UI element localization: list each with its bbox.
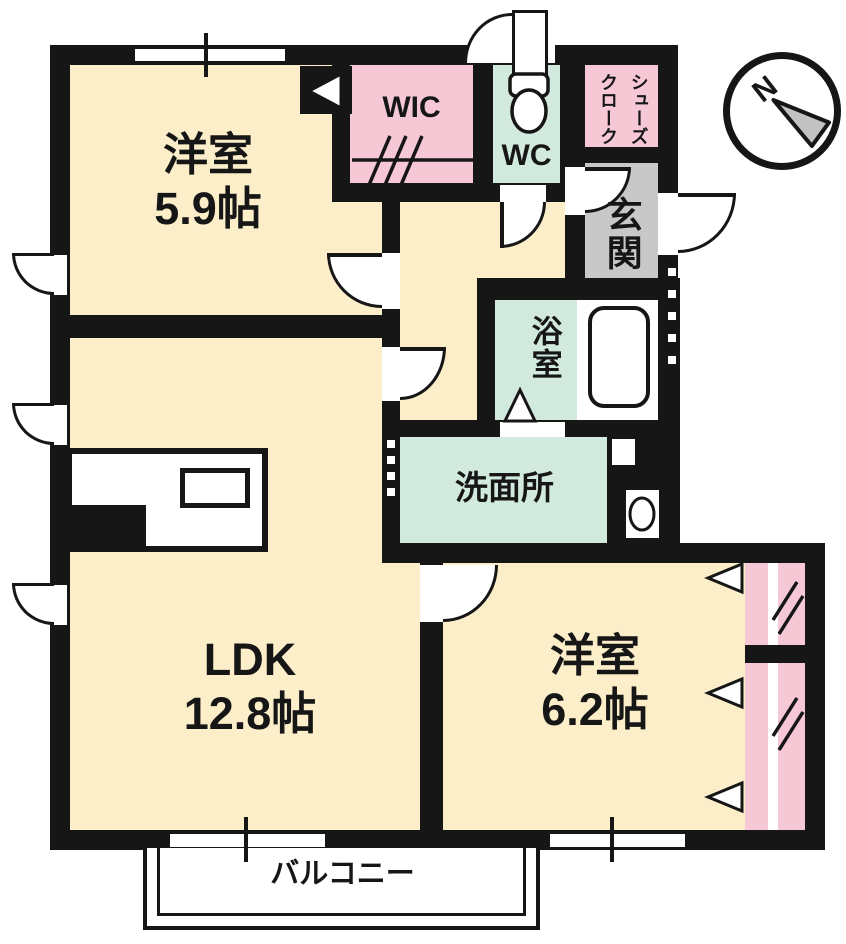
bedroom1-name: 洋室 — [162, 129, 253, 180]
door-leaf-wc-top — [512, 10, 548, 82]
compass-icon: N — [723, 52, 841, 170]
door-arc-wc-top — [464, 13, 512, 63]
wall-wic-wc-divider — [473, 63, 493, 202]
wall-wic-wc-bottom — [332, 183, 585, 202]
closet-upper-track — [768, 563, 778, 645]
washing-machine-pan — [623, 487, 662, 541]
bedroom2-label: 洋室 6.2帖 — [455, 628, 735, 738]
room-shoe-closet — [585, 63, 658, 147]
door-gap-ldk — [382, 347, 400, 401]
casement-window-arc-1 — [12, 253, 54, 295]
wall-bottom — [50, 830, 825, 850]
wall-right-upper — [658, 45, 678, 300]
room-washroom — [400, 437, 607, 543]
wall-bathroom-left — [477, 300, 495, 437]
door-gap-bedroom2 — [420, 565, 443, 622]
wall-closet-divider — [745, 645, 805, 663]
wall-left — [50, 45, 70, 850]
window-gap-top — [135, 49, 285, 61]
closet-lower-track — [768, 663, 778, 830]
bathroom-label: 浴室 — [526, 315, 562, 381]
window-gap-left-2 — [53, 405, 67, 445]
bedroom1-label: 洋室 5.9帖 — [88, 122, 328, 242]
bedroom2-area: 6.2帖 — [541, 684, 649, 735]
kitchen-sink — [180, 468, 250, 508]
washroom-wall-dash — [387, 488, 395, 496]
wall-entrance-bottom — [477, 278, 680, 300]
casement-window-arc-3 — [12, 583, 54, 625]
ps-dash — [668, 334, 676, 342]
washroom-cabinet-box — [610, 437, 637, 467]
bedroom2-name: 洋室 — [549, 630, 640, 681]
bedroom1-area: 5.9帖 — [154, 183, 262, 234]
window-gap-left-1 — [53, 255, 67, 295]
washroom-label: 洗面所 — [455, 469, 554, 507]
washroom-wall-dash — [387, 456, 395, 464]
casement-window-arc-2 — [12, 403, 54, 445]
ldk-area: 12.8帖 — [183, 688, 317, 739]
compass-needle — [771, 97, 832, 149]
balcony-inner — [157, 848, 526, 916]
wall-shoe-closet-bottom — [560, 147, 660, 163]
window-gap-balcony-ldk — [170, 834, 325, 847]
wall-bedroom1-ldk — [58, 315, 382, 338]
shoe-closet-label: シューズ クローク — [598, 73, 649, 145]
bathtub-area — [577, 300, 658, 420]
washroom-wall-dash — [387, 440, 395, 448]
door-gap-bedroom1 — [382, 253, 400, 309]
entrance-label: 玄関 — [601, 196, 643, 272]
door-gap-bathroom — [500, 422, 565, 437]
ps-dash — [668, 268, 676, 276]
washroom-wall-dash — [387, 472, 395, 480]
balcony-label: バルコニー — [270, 857, 415, 890]
door-gap-entrance-inner — [565, 167, 585, 215]
door-arc-entrance-outer — [678, 193, 736, 253]
window-gap-left-3 — [53, 585, 67, 625]
wic-door-block — [300, 66, 352, 114]
wic-label: WIC — [382, 91, 441, 124]
ldk-name: LDK — [203, 634, 297, 685]
ps-dash — [668, 312, 676, 320]
wc-label: WC — [501, 139, 552, 172]
ps-dash — [668, 356, 676, 364]
ldk-label: LDK 12.8帖 — [120, 632, 380, 742]
ps-dash — [668, 290, 676, 298]
wall-washroom-bottom — [382, 543, 825, 563]
door-gap-entrance-outer — [658, 193, 678, 255]
window-gap-bedroom2 — [550, 834, 685, 847]
wall-ldk-bedroom2 — [420, 563, 443, 830]
kitchen-counter-return — [62, 505, 146, 552]
wall-right-lower — [805, 545, 825, 850]
door-gap-wc — [500, 185, 546, 202]
